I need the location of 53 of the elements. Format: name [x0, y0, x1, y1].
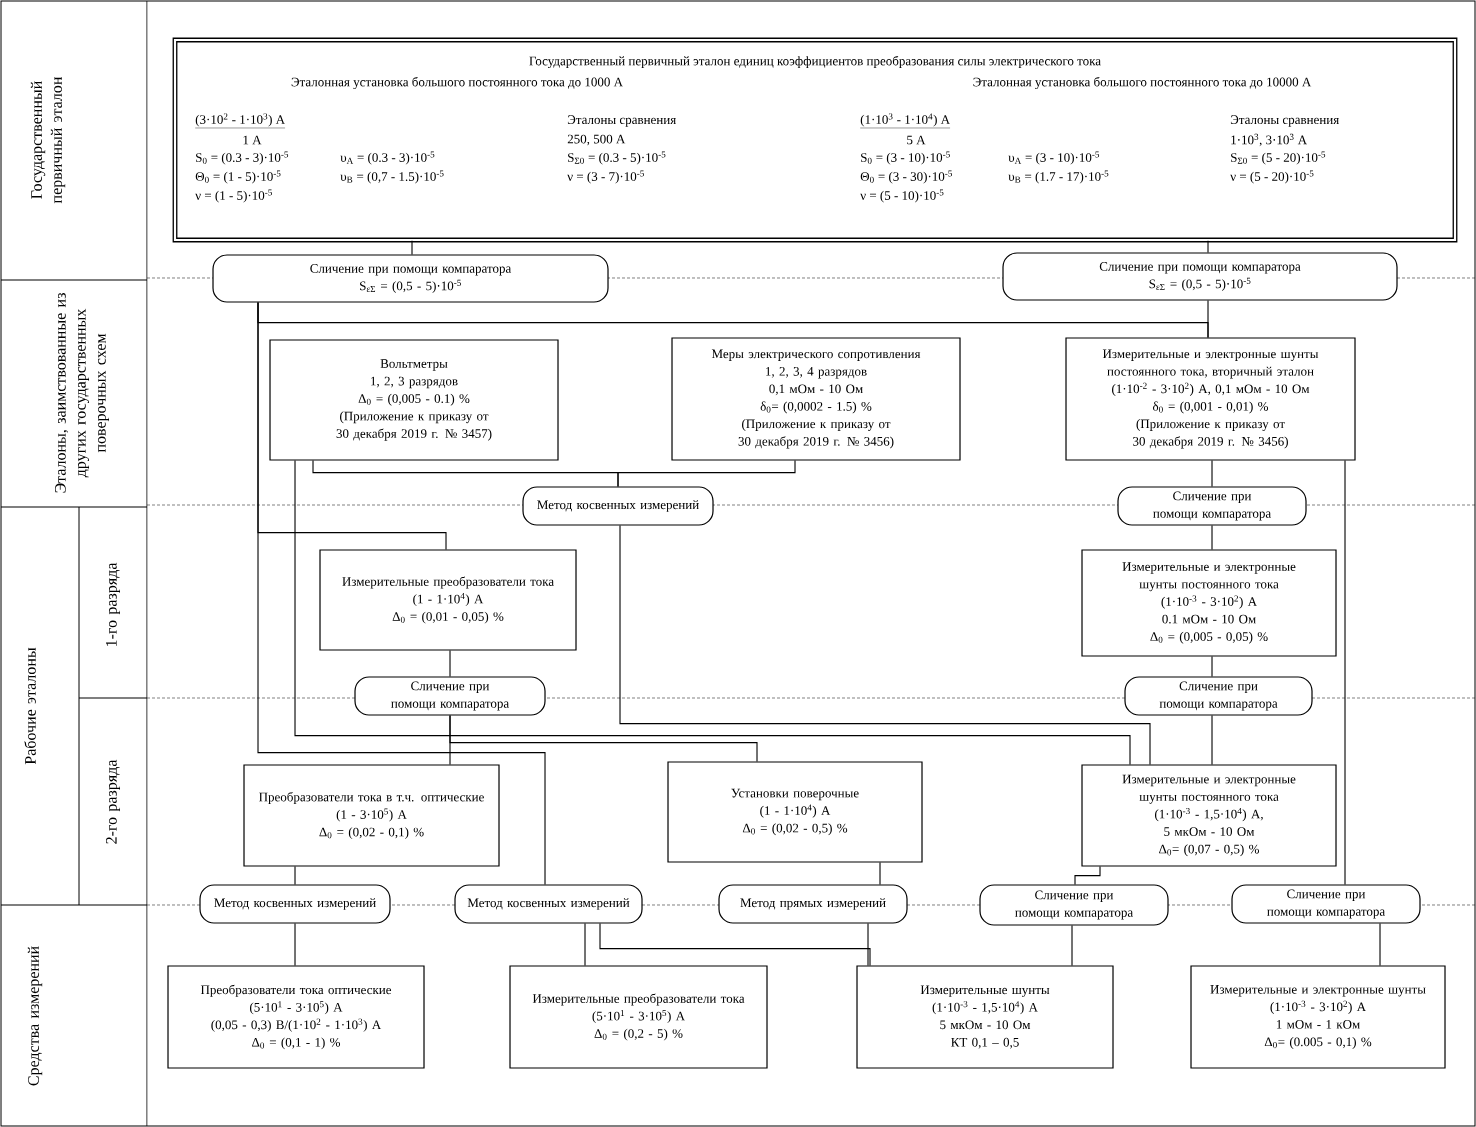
connector-line	[294, 866, 296, 885]
connector-line	[449, 650, 451, 677]
connector-line	[1207, 300, 1209, 338]
connector-line	[1211, 525, 1213, 550]
connector-line	[449, 715, 758, 762]
standard-box: Меры электрического сопротивления 1, 2, 3, 4 разрядов 0,1 мОм - 10 Ом δ$_{0}$= (0,0002 - 1.5) % (Приложение к приказу от 30 декабря 2019 г. № 3456)	[671, 337, 961, 461]
connector-line	[411, 240, 413, 255]
rounded-box: Сличение при помощи компаратора	[1231, 884, 1421, 924]
connector-line	[617, 460, 796, 487]
connector-line	[1074, 866, 1101, 885]
standard-box: Измерительные и электронные шунты постоянного тока, вторичный эталон (1·10$^{-2}$ - 3·10$^{2}$) А, 0,1 мОм - 10 Ом δ$_{0}$ = (0,001 - 0,01) % (Приложение к приказу от 30 декабря 2019 г. № 3456)	[1065, 337, 1356, 461]
connector-line	[599, 923, 871, 966]
rounded-box: Сличение при помощи компаратора	[979, 884, 1169, 926]
connector-line	[294, 923, 296, 966]
connector-line	[1211, 656, 1213, 677]
connector-line	[257, 302, 546, 885]
standard-box: Измерительные преобразователи тока (5·10$^{1}$ - 3·10$^{5}$) А Δ$_{0}$ = (0,2 - 5) %	[509, 965, 768, 1069]
rounded-box: Сличение при помощи компаратора	[354, 676, 546, 716]
connector-line	[1211, 460, 1213, 487]
connector-line	[294, 460, 1131, 765]
band-label: Рабочие эталоны	[24, 647, 36, 765]
connector-line	[1344, 460, 1346, 885]
connector-line	[584, 923, 586, 966]
standard-box: Вольтметры 1, 2, 3 разрядов Δ$_{0}$ = (0,005 - 0.1) % (Приложение к приказу от 30 декабря 2019 г. № 3457)	[269, 339, 559, 461]
standard-box: Измерительные шунты (1·10$^{-3}$ - 1,5·10$^{4}$) А 5 мкОм - 10 Ом КТ 0,1 – 0,5	[856, 965, 1114, 1069]
connector-line	[1211, 715, 1213, 765]
standard-box: Измерительные преобразователи тока (1 - 1·10$^{4}$) А Δ$_{0}$ = (0,01 - 0,05) %	[319, 549, 577, 651]
standard-box: Измерительные и электронные шунты (1·10$^{-3}$ - 3·10$^{2}$) А 1 мОм - 1 кОм Δ$_{0}$= (0.005 - 0,1) %	[1190, 965, 1446, 1069]
standard-box: Преобразователи тока оптические (5·10$^{1}$ - 3·10$^{5}$) А (0,05 - 0,3) В/(1·10$^{2}$ - 1·10$^{3}$) А Δ$_{0}$ = (0,1 - 1) %	[167, 965, 425, 1069]
rounded-box: Метод косвенных измерений	[199, 884, 391, 924]
rounded-box: Сличение при помощи компаратора S$_{εΣ}$ = (0,5 - 5)·10$^{-5}$	[212, 254, 609, 303]
connector-line	[879, 862, 881, 885]
rounded-box: Метод косвенных измерений	[454, 884, 643, 924]
standard-box: Измерительные и электронные шунты постоянного тока (1·10$^{-3}$ - 3·10$^{2}$) А 0.1 мОм - 10 Ом Δ$_{0}$ = (0,005 - 0,05) %	[1081, 549, 1337, 657]
band-label: Государственный первичный эталон	[30, 76, 66, 204]
standard-box: Преобразователи тока в т.ч. оптические (1 - 3·10$^{5}$) А Δ$_{0}$ = (0,02 - 0,1) %	[243, 764, 500, 867]
band-label: Средства измерений	[27, 946, 43, 1086]
connector-line	[1379, 923, 1381, 966]
connector-line	[619, 525, 1151, 765]
rounded-box: Сличение при помощи компаратора	[1124, 676, 1313, 716]
connector-line	[867, 923, 869, 966]
band-label: Эталоны, заимствованные из других государственных поверочных схем	[55, 293, 109, 493]
connector-line	[1071, 925, 1073, 966]
rounded-box: Сличение при помощи компаратора S$_{εΣ}$ = (0,5 - 5)·10$^{-5}$	[1002, 252, 1398, 301]
rounded-box: Метод прямых измерений	[718, 884, 908, 924]
band-label: 2-го разряда	[106, 759, 120, 844]
connector-line	[1207, 240, 1209, 253]
standard-box: Установки поверочные (1 - 1·10$^{4}$) А Δ$_{0}$ = (0,02 - 0,5) %	[667, 761, 923, 863]
primary-standard-box: Государственный первичный эталон единиц коэффициентов преобразования силы электрического тока Эталонная установка большого постоянного тока до 1000 А Эталонная установка большого постоянного тока до 10000 А (3·10$^{2}$ - 1·10$^{3}$) А 1 А S$_{0}$ = (0.3 - 3)·10$^{-5}$ Θ$_{0}$ = (1 - 5)·10$^{-5}$ ν = (1 - 5)·10$^{-5}$ υ$_{A}$ = (0.3 - 3)·10$^{-5}$ υ$_{B}$ = (0,7 - 1.5)·10$^{-5}$ Эталоны сравнения 250, 500 А S$_{Σ0}$ = (0.3 - 5)·10$^{-5}$ ν = (3 - 7)·10$^{-5}$ (1·10$^{3}$ - 1·10$^{4}$) А 5 А S$_{0}$ = (3 - 10)·10$^{-5}$ Θ$_{0}$ = (3 - 30)·10$^{-5}$ ν = (5 - 10)·10$^{-5}$ υ$_{A}$ = (3 - 10)·10$^{-5}$ υ$_{B}$ = (1.7 - 17)·10$^{-5}$ Эталоны сравнения 1·10$^{3}$, 3·10$^{3}$ А S$_{Σ0}$ = (5 - 20)·10$^{-5}$ ν = (5 - 20)·10$^{-5}$	[172, 37, 1458, 243]
rounded-box: Метод косвенных измерений	[522, 486, 714, 526]
band-label: 1-го разряда	[106, 562, 120, 646]
rounded-box: Сличение при помощи компаратора	[1117, 486, 1307, 526]
standard-box: Измерительные и электронные шунты постоянного тока (1·10$^{-3}$ - 1,5·10$^{4}$) А, 5 мкОм - 10 Ом Δ$_{0}$= (0,07 - 0,5) %	[1081, 764, 1337, 867]
